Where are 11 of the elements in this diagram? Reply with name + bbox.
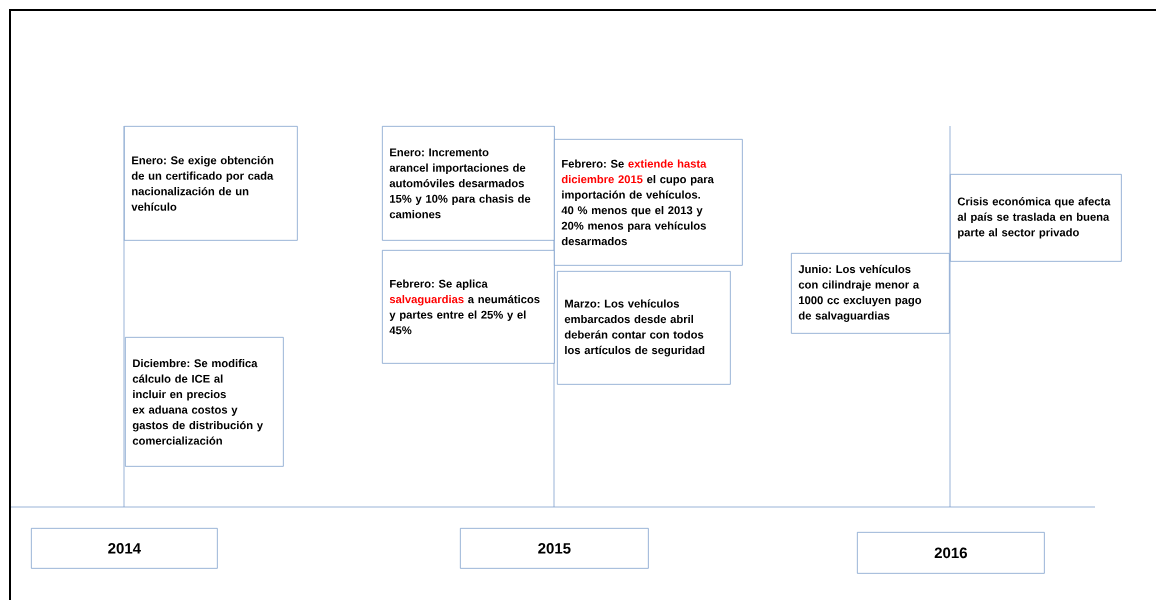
event-box: Junio: Los vehículos con cilindraje menor a 1000 cc excluyen pago de salvaguardias [791,253,950,334]
event-box: Febrero: Se extiende hasta diciembre 2015 el cupo para importación de vehículos. 40 % menos que el 2013 y 20% menos para vehículos desarmados [554,139,743,266]
event-box: Crisis económica que afecta al país se traslada en buena parte al sector privado [950,174,1122,262]
year-box: 2016 [857,532,1045,574]
event-box: Febrero: Se aplica salvaguardias a neumáticos y partes entre el 25% y el 45% [382,250,555,364]
event-box: Diciembre: Se modifica cálculo de ICE al incluir en precios ex aduana costos y gastos de distribución y comercialización [125,337,284,467]
event-box: Enero: Incremento arancel importaciones de automóviles desarmados 15% y 10% para chasis de camiones [382,126,555,241]
year-box: 2014 [31,528,218,569]
event-box: Marzo: Los vehículos embarcados desde abril deberán contar con todos los artículos de seguridad [557,271,731,385]
event-box: Enero: Se exige obtención de un certificado por cada nacionalización de un vehículo [124,126,298,241]
year-box: 2015 [460,528,649,569]
